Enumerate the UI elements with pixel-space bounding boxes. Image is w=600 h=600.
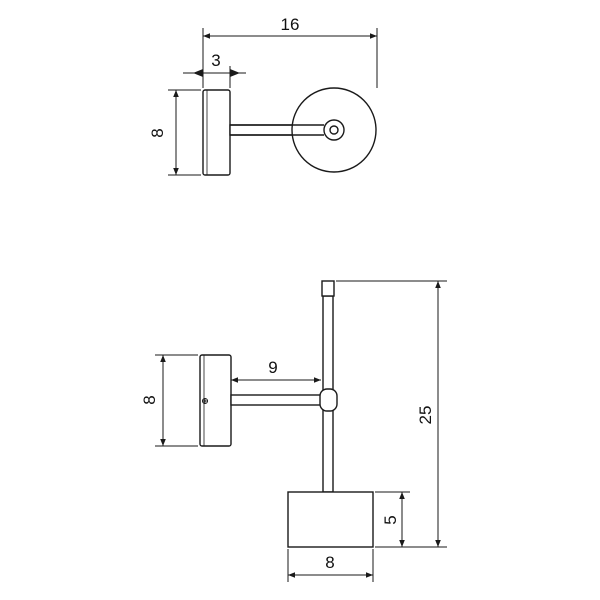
dim-label-top-height: 8: [148, 128, 167, 137]
top-view: [202, 87, 377, 176]
top-dimensions: [168, 28, 378, 176]
front-arm: [230, 394, 324, 406]
dim-label-front-arm-length: 9: [268, 358, 277, 377]
front-dimensions: [155, 280, 447, 582]
front-rod-cap: [321, 280, 335, 297]
dim-label-front-base-height: 8: [140, 395, 159, 404]
screw-icon: [201, 397, 209, 405]
dim-label-top-base-depth: 3: [211, 51, 220, 70]
front-joint: [319, 388, 338, 412]
front-shade: [287, 491, 374, 548]
dim-label-top-total-width: 16: [281, 15, 300, 34]
front-view: [199, 280, 374, 548]
dim-label-front-shade-height: 5: [381, 515, 400, 524]
dim-label-front-total-height: 25: [416, 406, 435, 425]
dim-label-front-shade-width: 8: [325, 553, 334, 572]
